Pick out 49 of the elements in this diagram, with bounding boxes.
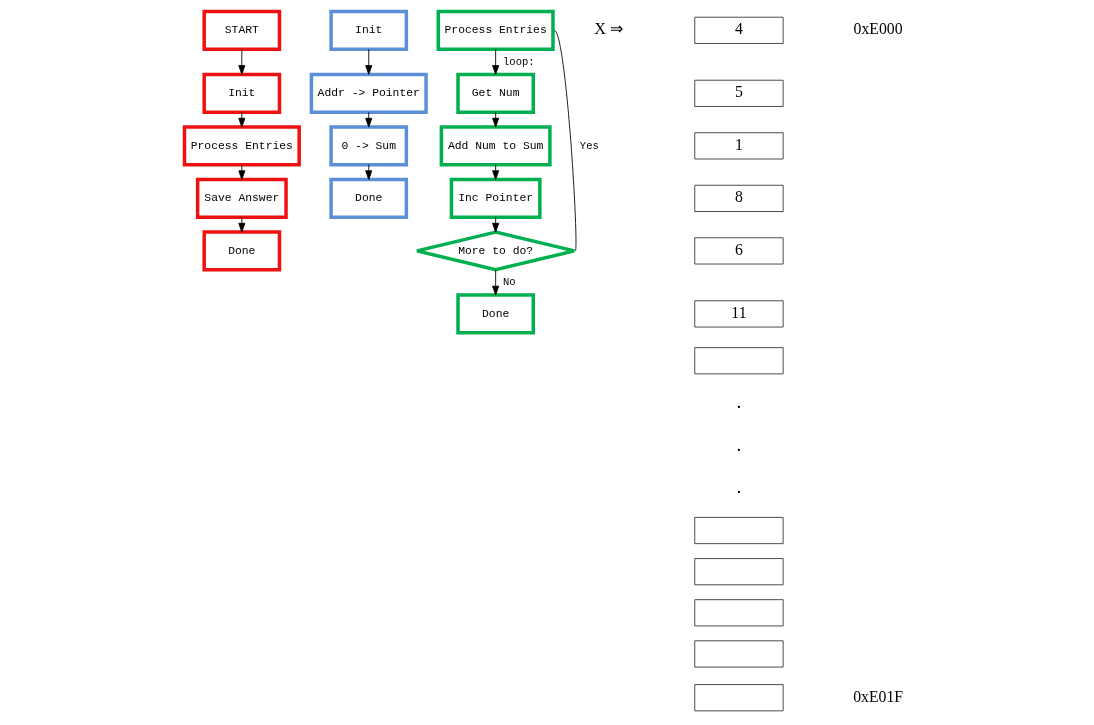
node-box: Inc Pointer bbox=[449, 177, 542, 219]
label: . bbox=[736, 390, 741, 412]
node-box: Done bbox=[328, 177, 408, 219]
arrow bbox=[237, 216, 245, 233]
label: X ⇒ bbox=[593, 20, 623, 38]
arrow bbox=[491, 48, 499, 75]
node-box: Add Num to Sum bbox=[439, 125, 552, 167]
node-box: Done bbox=[455, 293, 535, 335]
arrow bbox=[364, 111, 372, 128]
node-box: 0 -> Sum bbox=[328, 125, 408, 167]
node-box: Init bbox=[201, 72, 281, 114]
arrow bbox=[491, 111, 499, 128]
arrow bbox=[364, 164, 372, 180]
connector bbox=[553, 29, 576, 252]
node-box: Save Answer bbox=[195, 177, 288, 219]
node-box: 8 bbox=[693, 184, 784, 212]
node-box: 6 bbox=[693, 237, 784, 265]
arrow bbox=[491, 164, 499, 180]
node-box bbox=[693, 599, 784, 627]
node-box bbox=[693, 516, 784, 545]
node-box: Get Num bbox=[455, 72, 535, 114]
label: 0xE000 bbox=[853, 20, 903, 38]
edge-label: No bbox=[502, 276, 516, 289]
node-box bbox=[693, 640, 784, 668]
arrow bbox=[491, 269, 499, 296]
node-box: 1 bbox=[693, 132, 784, 160]
node-box: START bbox=[201, 9, 281, 51]
node-box: 5 bbox=[693, 79, 784, 107]
label: 0xE01F bbox=[852, 687, 903, 705]
node-box: 11 bbox=[693, 300, 784, 328]
node-box: Done bbox=[201, 230, 281, 272]
label: . bbox=[736, 433, 741, 455]
arrow bbox=[237, 111, 245, 128]
node-box bbox=[693, 347, 784, 375]
node-box: Process Entries bbox=[436, 9, 555, 51]
label: . bbox=[736, 476, 741, 498]
arrow bbox=[364, 48, 372, 75]
node-box: Init bbox=[328, 9, 408, 51]
node-box: Addr -> Pointer bbox=[309, 72, 428, 114]
node-box: Process Entries bbox=[182, 125, 301, 167]
arrow bbox=[237, 48, 245, 75]
arrow bbox=[491, 216, 499, 233]
edge-label: loop: bbox=[502, 55, 535, 68]
node-box: 4 bbox=[693, 16, 784, 44]
arrow bbox=[237, 164, 245, 180]
node-box bbox=[693, 558, 784, 586]
node-box bbox=[693, 684, 784, 712]
node-diamond: More to do? bbox=[414, 230, 576, 272]
edge-label: Yes bbox=[579, 139, 599, 152]
